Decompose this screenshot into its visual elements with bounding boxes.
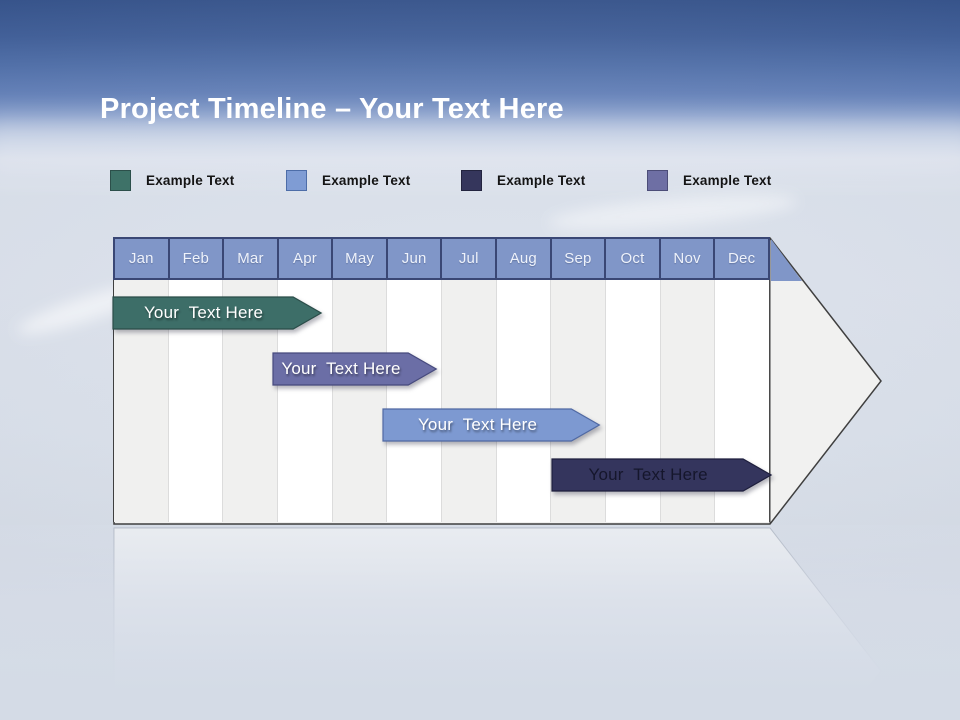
- month-header-cell-mar: Mar: [224, 239, 279, 278]
- legend-label: Example Text: [146, 172, 235, 188]
- legend-swatch-icon[interactable]: [110, 169, 131, 191]
- month-header-cell-jun: Jun: [387, 239, 443, 278]
- legend-label: Example Text: [322, 172, 411, 188]
- month-column-jun: [387, 280, 443, 522]
- cloud-wisp: [547, 187, 799, 237]
- legend-item-1[interactable]: Example Text: [110, 168, 234, 192]
- month-column-may: [332, 280, 388, 522]
- legend-item-4[interactable]: Example Text: [647, 168, 771, 192]
- month-header-cell-aug: Aug: [497, 239, 552, 278]
- month-header-cell-jan: Jan: [115, 239, 170, 278]
- background-haze: [0, 118, 960, 176]
- month-header-cell-dec: Dec: [715, 239, 768, 278]
- slide-title-bold: Project Timeline: [100, 93, 327, 125]
- legend-swatch-icon[interactable]: [286, 169, 307, 191]
- legend-swatch-icon[interactable]: [461, 169, 482, 191]
- month-header-cell-may: May: [333, 239, 388, 278]
- month-column-jul: [442, 280, 497, 522]
- month-header-cell-feb: Feb: [169, 239, 225, 278]
- legend-item-2[interactable]: Example Text: [286, 168, 410, 192]
- month-header-cell-oct: Oct: [606, 239, 661, 278]
- timeline-bar-4[interactable]: [551, 458, 775, 494]
- legend-label: Example Text: [497, 172, 586, 188]
- legend-item-3[interactable]: Example Text: [461, 168, 585, 192]
- month-header-cell-apr: Apr: [278, 239, 334, 278]
- arrow-header-wedge: [771, 239, 802, 281]
- timeline-bar-3[interactable]: [382, 408, 603, 444]
- timeline-bar-2[interactable]: [272, 352, 440, 388]
- month-header-cell-jul: Jul: [442, 239, 498, 278]
- slide-title[interactable]: Project Timeline – Your Text Here: [67, 60, 564, 159]
- month-header-cell-nov: Nov: [660, 239, 716, 278]
- timeline-bar-1[interactable]: [112, 296, 325, 332]
- legend-label: Example Text: [683, 172, 772, 188]
- legend-swatch-icon[interactable]: [647, 169, 668, 191]
- month-column-aug: [496, 280, 552, 522]
- reflection-fade: [0, 525, 960, 720]
- slide-title-placeholder: – Your Text Here: [326, 93, 564, 125]
- month-header-cell-sep: Sep: [551, 239, 607, 278]
